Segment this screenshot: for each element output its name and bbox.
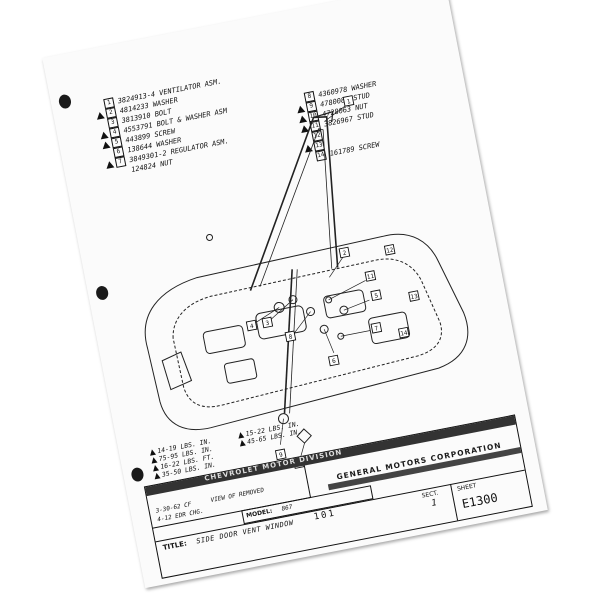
title-page-number: 101	[312, 508, 337, 523]
door-exploded-view: 1234567891011121314	[144, 95, 469, 469]
svg-text:6: 6	[332, 358, 337, 366]
torque-triangle-icon	[153, 472, 161, 480]
svg-text:5: 5	[374, 292, 379, 300]
svg-text:3: 3	[265, 320, 270, 328]
callout-box: 3	[261, 316, 274, 329]
svg-text:13: 13	[410, 293, 419, 301]
callout-box: 12	[383, 243, 396, 256]
title-label: TITLE:	[162, 539, 188, 552]
svg-text:4: 4	[249, 323, 254, 331]
svg-text:8: 8	[288, 333, 293, 341]
door-outline	[144, 233, 469, 431]
sheet-number: E1300	[460, 490, 499, 512]
callout-box: 13	[408, 290, 420, 302]
callout-box: 8	[284, 330, 297, 343]
vent-window-frame	[249, 116, 339, 291]
door-inner-panel	[172, 258, 442, 408]
svg-text:12: 12	[386, 247, 395, 255]
callout-box: 11	[364, 270, 377, 282]
section-value: 1	[430, 498, 438, 509]
callout-box: 5	[370, 289, 382, 302]
svg-text:9: 9	[278, 451, 283, 459]
svg-text:14: 14	[400, 329, 409, 337]
callout-box: 1	[342, 95, 355, 107]
svg-text:7: 7	[374, 325, 379, 333]
sheet-label: SHEET	[456, 482, 478, 493]
callout-box: 9	[274, 448, 287, 461]
svg-text:2: 2	[342, 250, 347, 258]
callout-box: 4	[245, 319, 258, 332]
svg-text:11: 11	[366, 273, 375, 281]
torque-triangle-icon	[238, 439, 246, 447]
svg-text:1: 1	[346, 98, 351, 106]
callout-box: 6	[328, 354, 340, 367]
callout-box: 2	[338, 246, 351, 259]
callout-box: 14	[397, 326, 410, 339]
callout-box: 7	[370, 321, 383, 334]
